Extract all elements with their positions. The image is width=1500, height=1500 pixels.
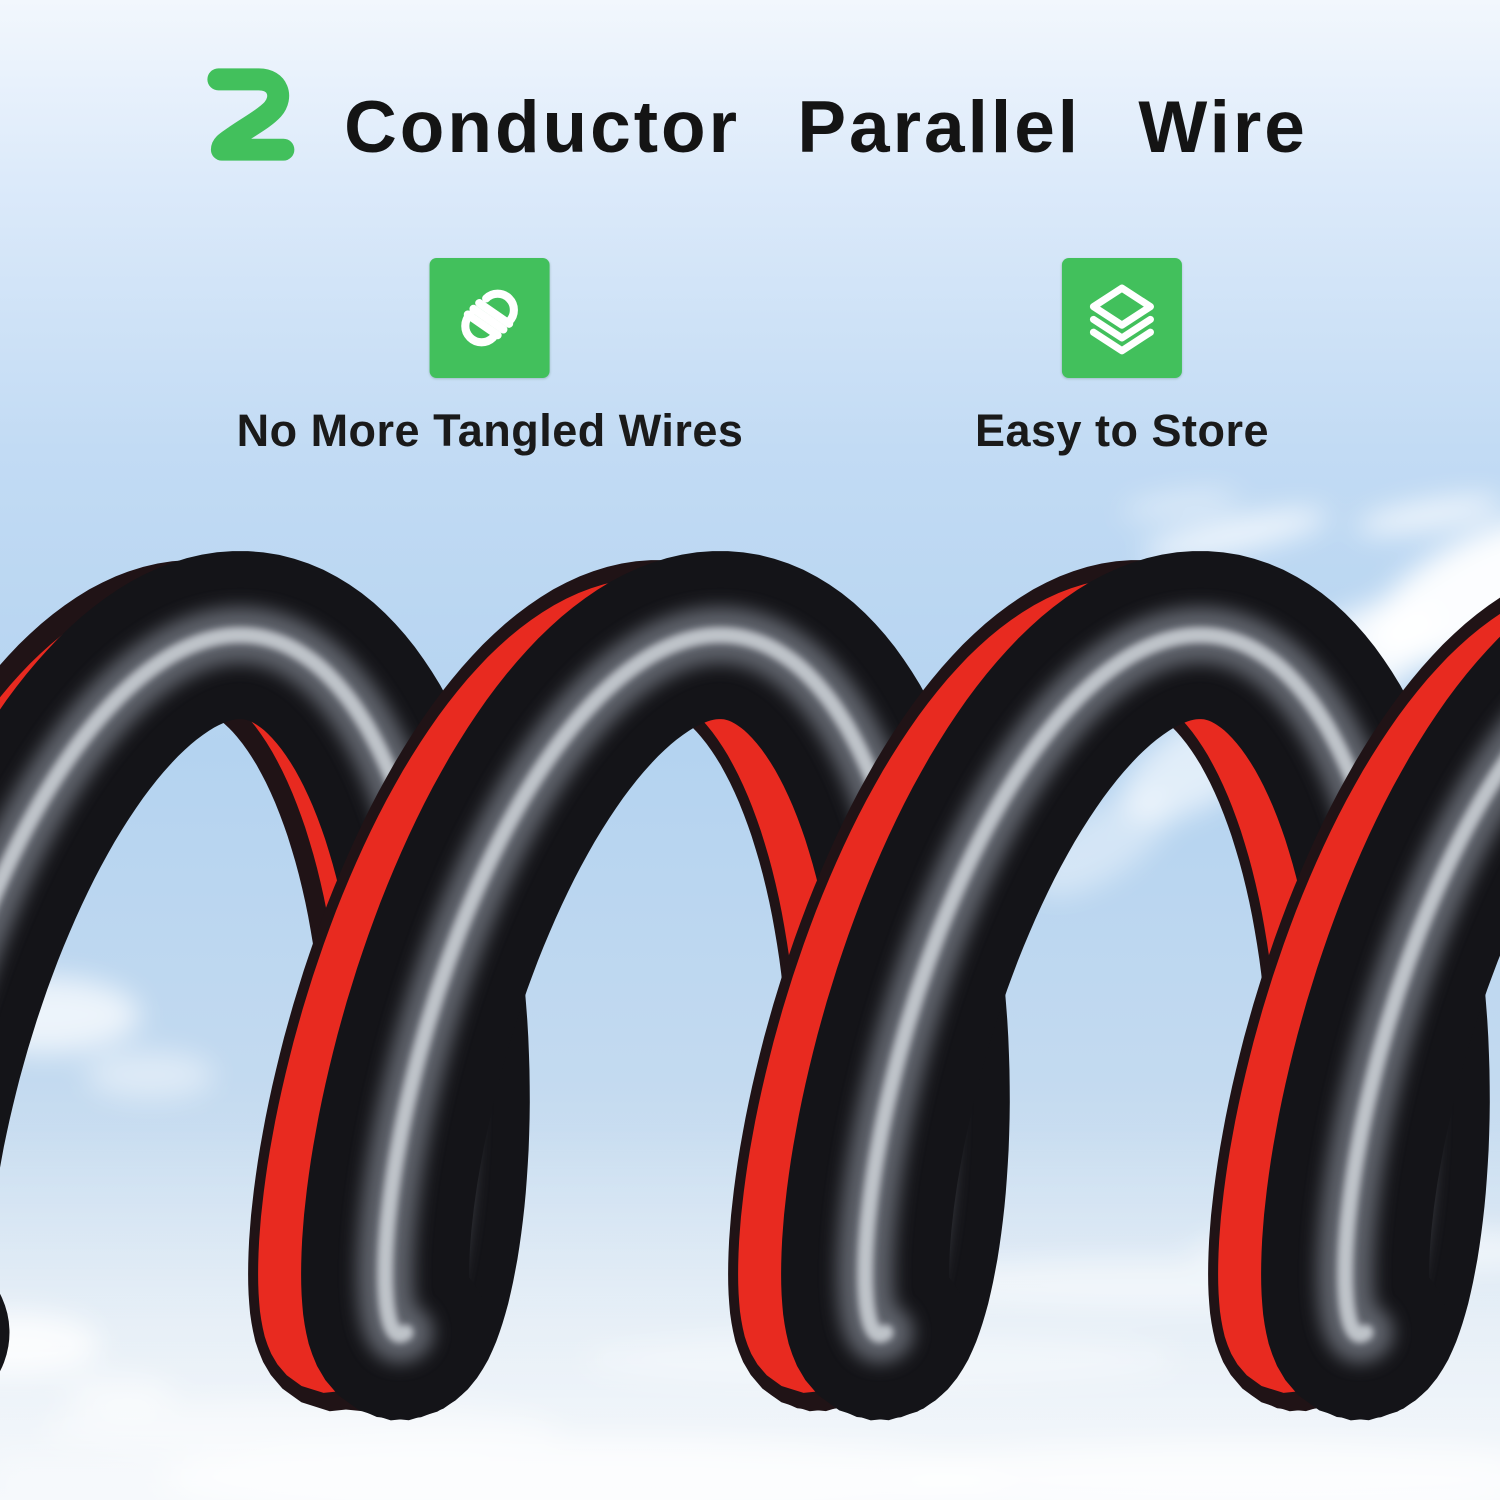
feature-label: No More Tangled Wires xyxy=(236,405,744,456)
feature-no-tangles: No More Tangled Wires xyxy=(237,258,744,457)
feature-easy-store: Easy to Store xyxy=(975,258,1269,457)
coiled-wire xyxy=(0,551,1500,1421)
feature-label: Easy to Store xyxy=(974,405,1270,456)
layers-icon xyxy=(1061,258,1182,378)
rope-coil-icon xyxy=(429,258,550,378)
foreground-haze xyxy=(0,1452,1500,1500)
